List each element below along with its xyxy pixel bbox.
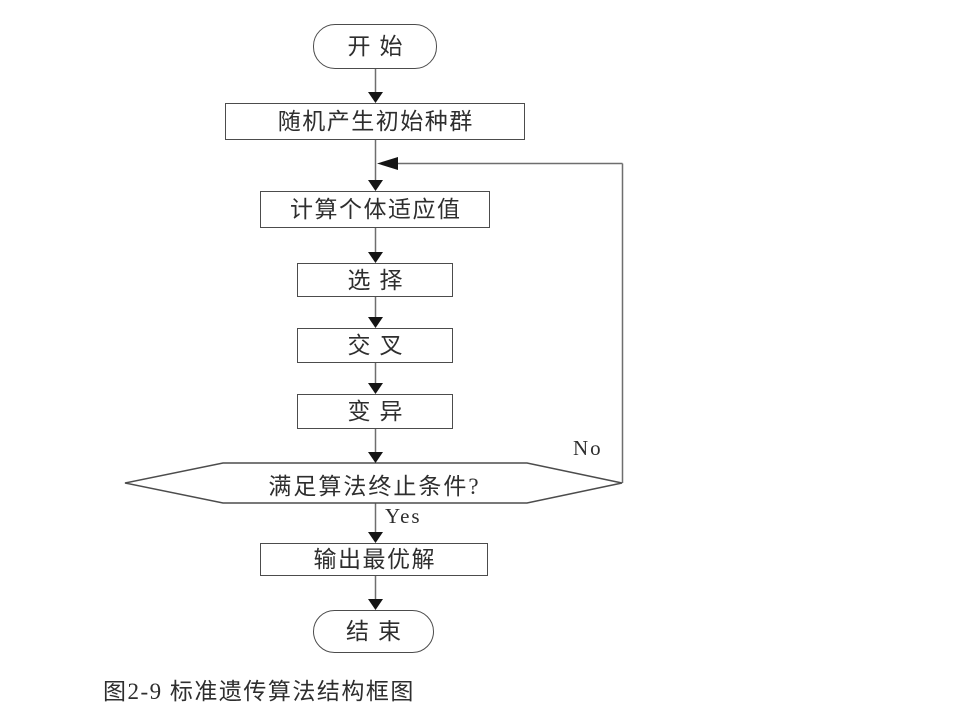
- node-selection: 选择: [297, 263, 453, 297]
- arrowhead-into-fitness: [368, 180, 383, 191]
- edge-label-yes: Yes: [385, 506, 422, 527]
- figure-caption: 图2-9 标准遗传算法结构框图: [103, 677, 415, 707]
- node-mutation-label: 变异: [347, 399, 412, 424]
- node-end: 结束: [313, 610, 434, 653]
- node-selection-label: 选择: [347, 267, 412, 293]
- arrowhead-loop-left: [377, 157, 398, 170]
- arrowhead-into-mutation: [368, 383, 383, 394]
- node-output: 输出最优解: [260, 543, 488, 576]
- decision-hexagon: [124, 462, 623, 504]
- node-start: 开始: [313, 24, 437, 69]
- node-termination-label: 满足算法终止条件?: [268, 473, 481, 499]
- yes-label-text: Yes: [385, 504, 422, 528]
- node-init-population: 随机产生初始种群: [225, 103, 525, 140]
- node-crossover: 交叉: [297, 328, 453, 363]
- no-label-text: No: [573, 436, 603, 460]
- edge-label-no: No: [573, 438, 603, 459]
- node-output-label: 输出最优解: [313, 547, 436, 572]
- node-fitness: 计算个体适应值: [260, 191, 490, 228]
- arrowhead-into-selection: [368, 252, 383, 263]
- node-end-label: 结束: [346, 619, 410, 644]
- node-crossover-label: 交叉: [347, 333, 412, 358]
- node-fitness-label: 计算个体适应值: [290, 197, 462, 222]
- node-init-population-label: 随机产生初始种群: [277, 109, 474, 134]
- arrowhead-into-decision: [368, 452, 383, 463]
- arrowhead-into-crossover: [368, 317, 383, 328]
- node-mutation: 变异: [297, 394, 453, 429]
- arrowhead-into-init: [368, 92, 383, 103]
- arrowhead-into-end: [368, 599, 383, 610]
- arrowhead-into-output: [368, 532, 383, 543]
- node-start-label: 开始: [347, 34, 412, 59]
- node-termination: 满足算法终止条件?: [125, 463, 622, 504]
- figure-caption-text: 图2-9 标准遗传算法结构框图: [103, 679, 415, 704]
